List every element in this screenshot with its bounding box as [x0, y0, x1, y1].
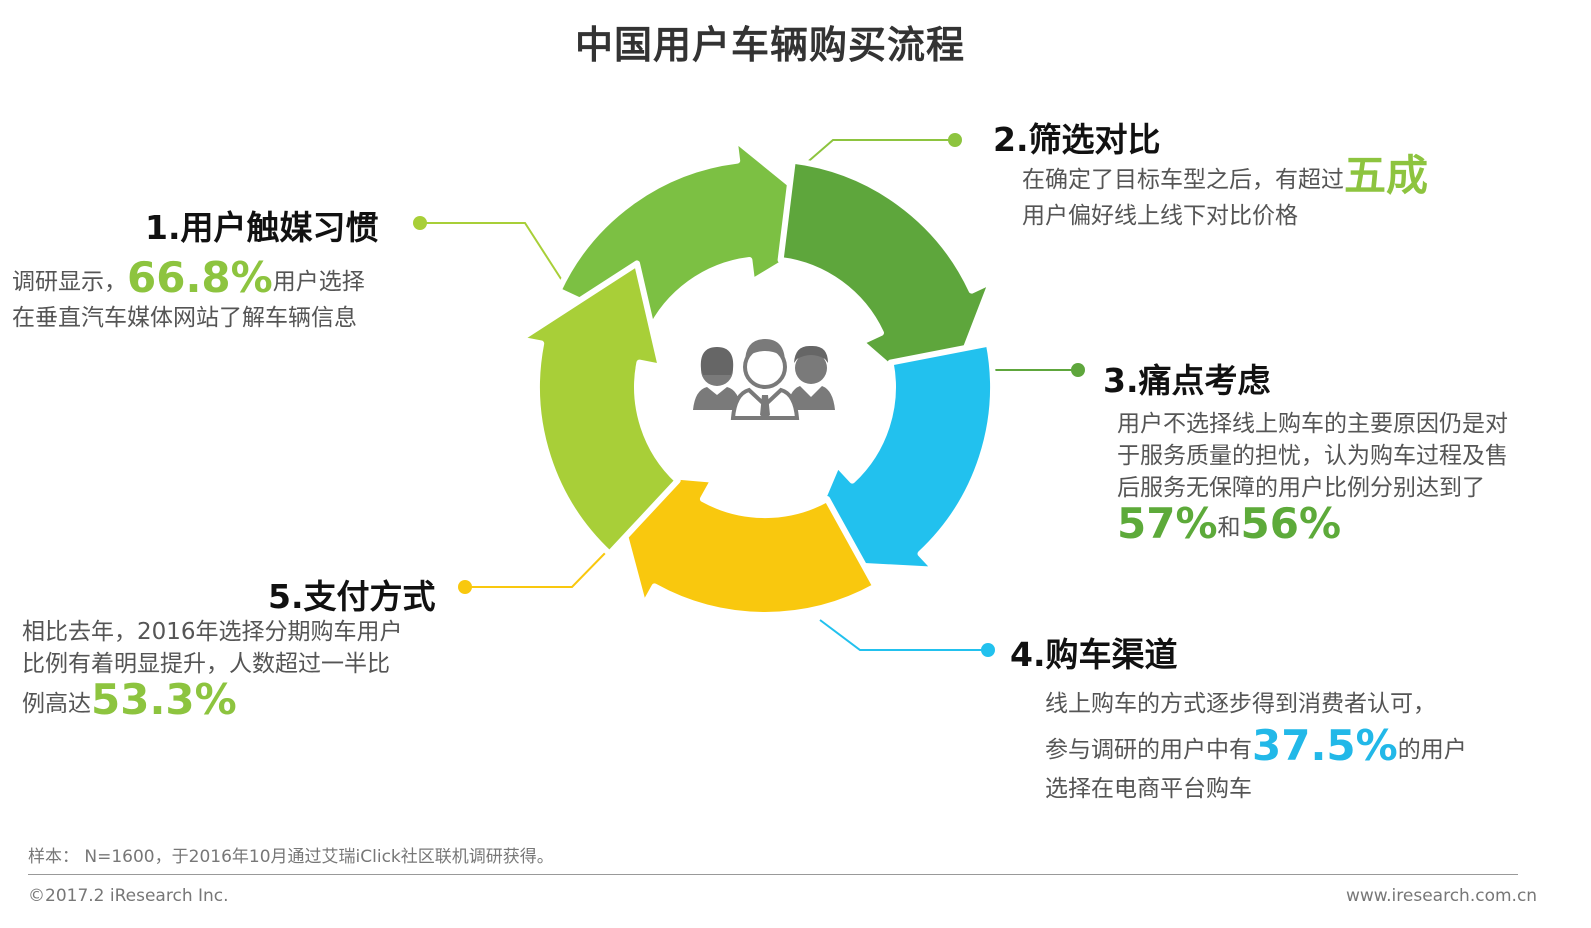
step1-heading: 1.用户触媒习惯	[145, 208, 379, 247]
step5-heading: 5.支付方式	[268, 577, 436, 616]
connector-step5	[465, 547, 611, 588]
step3-value-b: 56%	[1240, 499, 1342, 548]
dot-step4	[981, 643, 995, 657]
step2-line1: 在确定了目标车型之后，有超过五成	[1022, 155, 1428, 197]
step4-value: 37.5%	[1252, 721, 1398, 770]
dot-step1	[413, 216, 427, 230]
step3-line2: 于服务质量的担忧，认为购车过程及售	[1117, 443, 1508, 469]
step1-line1: 调研显示，66.8%用户选择	[12, 257, 365, 299]
arrow-step3	[777, 157, 995, 415]
page-title: 中国用户车辆购买流程	[574, 23, 965, 67]
step2-value: 五成	[1344, 151, 1429, 200]
step1-line1-post: 用户选择	[272, 269, 365, 295]
arrow-step1	[516, 260, 681, 557]
user-right-icon	[787, 345, 835, 410]
step1-value: 66.8%	[127, 253, 273, 302]
step1-line1-pre: 调研显示，	[12, 269, 127, 295]
cycle-arrows	[516, 135, 996, 618]
dot-step5	[458, 580, 472, 594]
step5-line3-pre: 例高达	[22, 691, 91, 717]
users-group-icon	[693, 339, 835, 420]
sample-note: 样本： N=1600，于2016年10月通过艾瑞iClick社区联机调研获得。	[28, 847, 554, 867]
arrow-step4	[792, 340, 996, 573]
user-center-icon	[730, 339, 800, 420]
step5-line1: 相比去年，2016年选择分期购车用户	[22, 619, 403, 645]
connector-step2	[802, 139, 955, 167]
step2-heading: 2.筛选对比	[993, 120, 1161, 159]
step2-line1-pre: 在确定了目标车型之后，有超过	[1022, 167, 1344, 193]
step4-line2-post: 的用户	[1397, 737, 1467, 763]
step3-line1: 用户不选择线上购车的主要原因仍是对	[1117, 411, 1508, 437]
footer-divider	[28, 874, 1518, 875]
step1-line2: 在垂直汽车媒体网站了解车辆信息	[12, 305, 357, 331]
step4-line2: 参与调研的用户中有37.5%的用户	[1045, 725, 1467, 767]
connector-lines	[420, 139, 1078, 651]
dot-step2	[948, 133, 962, 147]
step3-heading: 3.痛点考虑	[1103, 361, 1271, 400]
connector-step4	[819, 619, 988, 651]
step2-line2: 用户偏好线上线下对比价格	[1022, 203, 1298, 229]
website: www.iresearch.com.cn	[1346, 886, 1538, 906]
step3-values: 57%和56%	[1117, 503, 1341, 545]
step4-line1: 线上购车的方式逐步得到消费者认可，	[1045, 691, 1436, 717]
arrow-step5	[604, 467, 879, 618]
copyright: ©2017.2 iResearch Inc.	[28, 886, 229, 906]
step5-value: 53.3%	[91, 675, 237, 724]
connector-step1	[420, 222, 564, 283]
step4-line3: 选择在电商平台购车	[1045, 776, 1252, 802]
step3-joiner: 和	[1217, 515, 1241, 541]
user-left-icon	[693, 347, 741, 410]
connector-dots	[413, 133, 1085, 657]
step4-heading: 4.购车渠道	[1010, 635, 1178, 674]
dot-step3	[1071, 363, 1085, 377]
step5-line2: 比例有着明显提升，人数超过一半比	[22, 651, 390, 677]
step3-value-a: 57%	[1117, 499, 1218, 548]
step5-line3: 例高达53.3%	[22, 679, 237, 721]
step3-line3: 后服务无保障的用户比例分别达到了	[1117, 475, 1485, 501]
step4-line2-pre: 参与调研的用户中有	[1045, 737, 1252, 763]
